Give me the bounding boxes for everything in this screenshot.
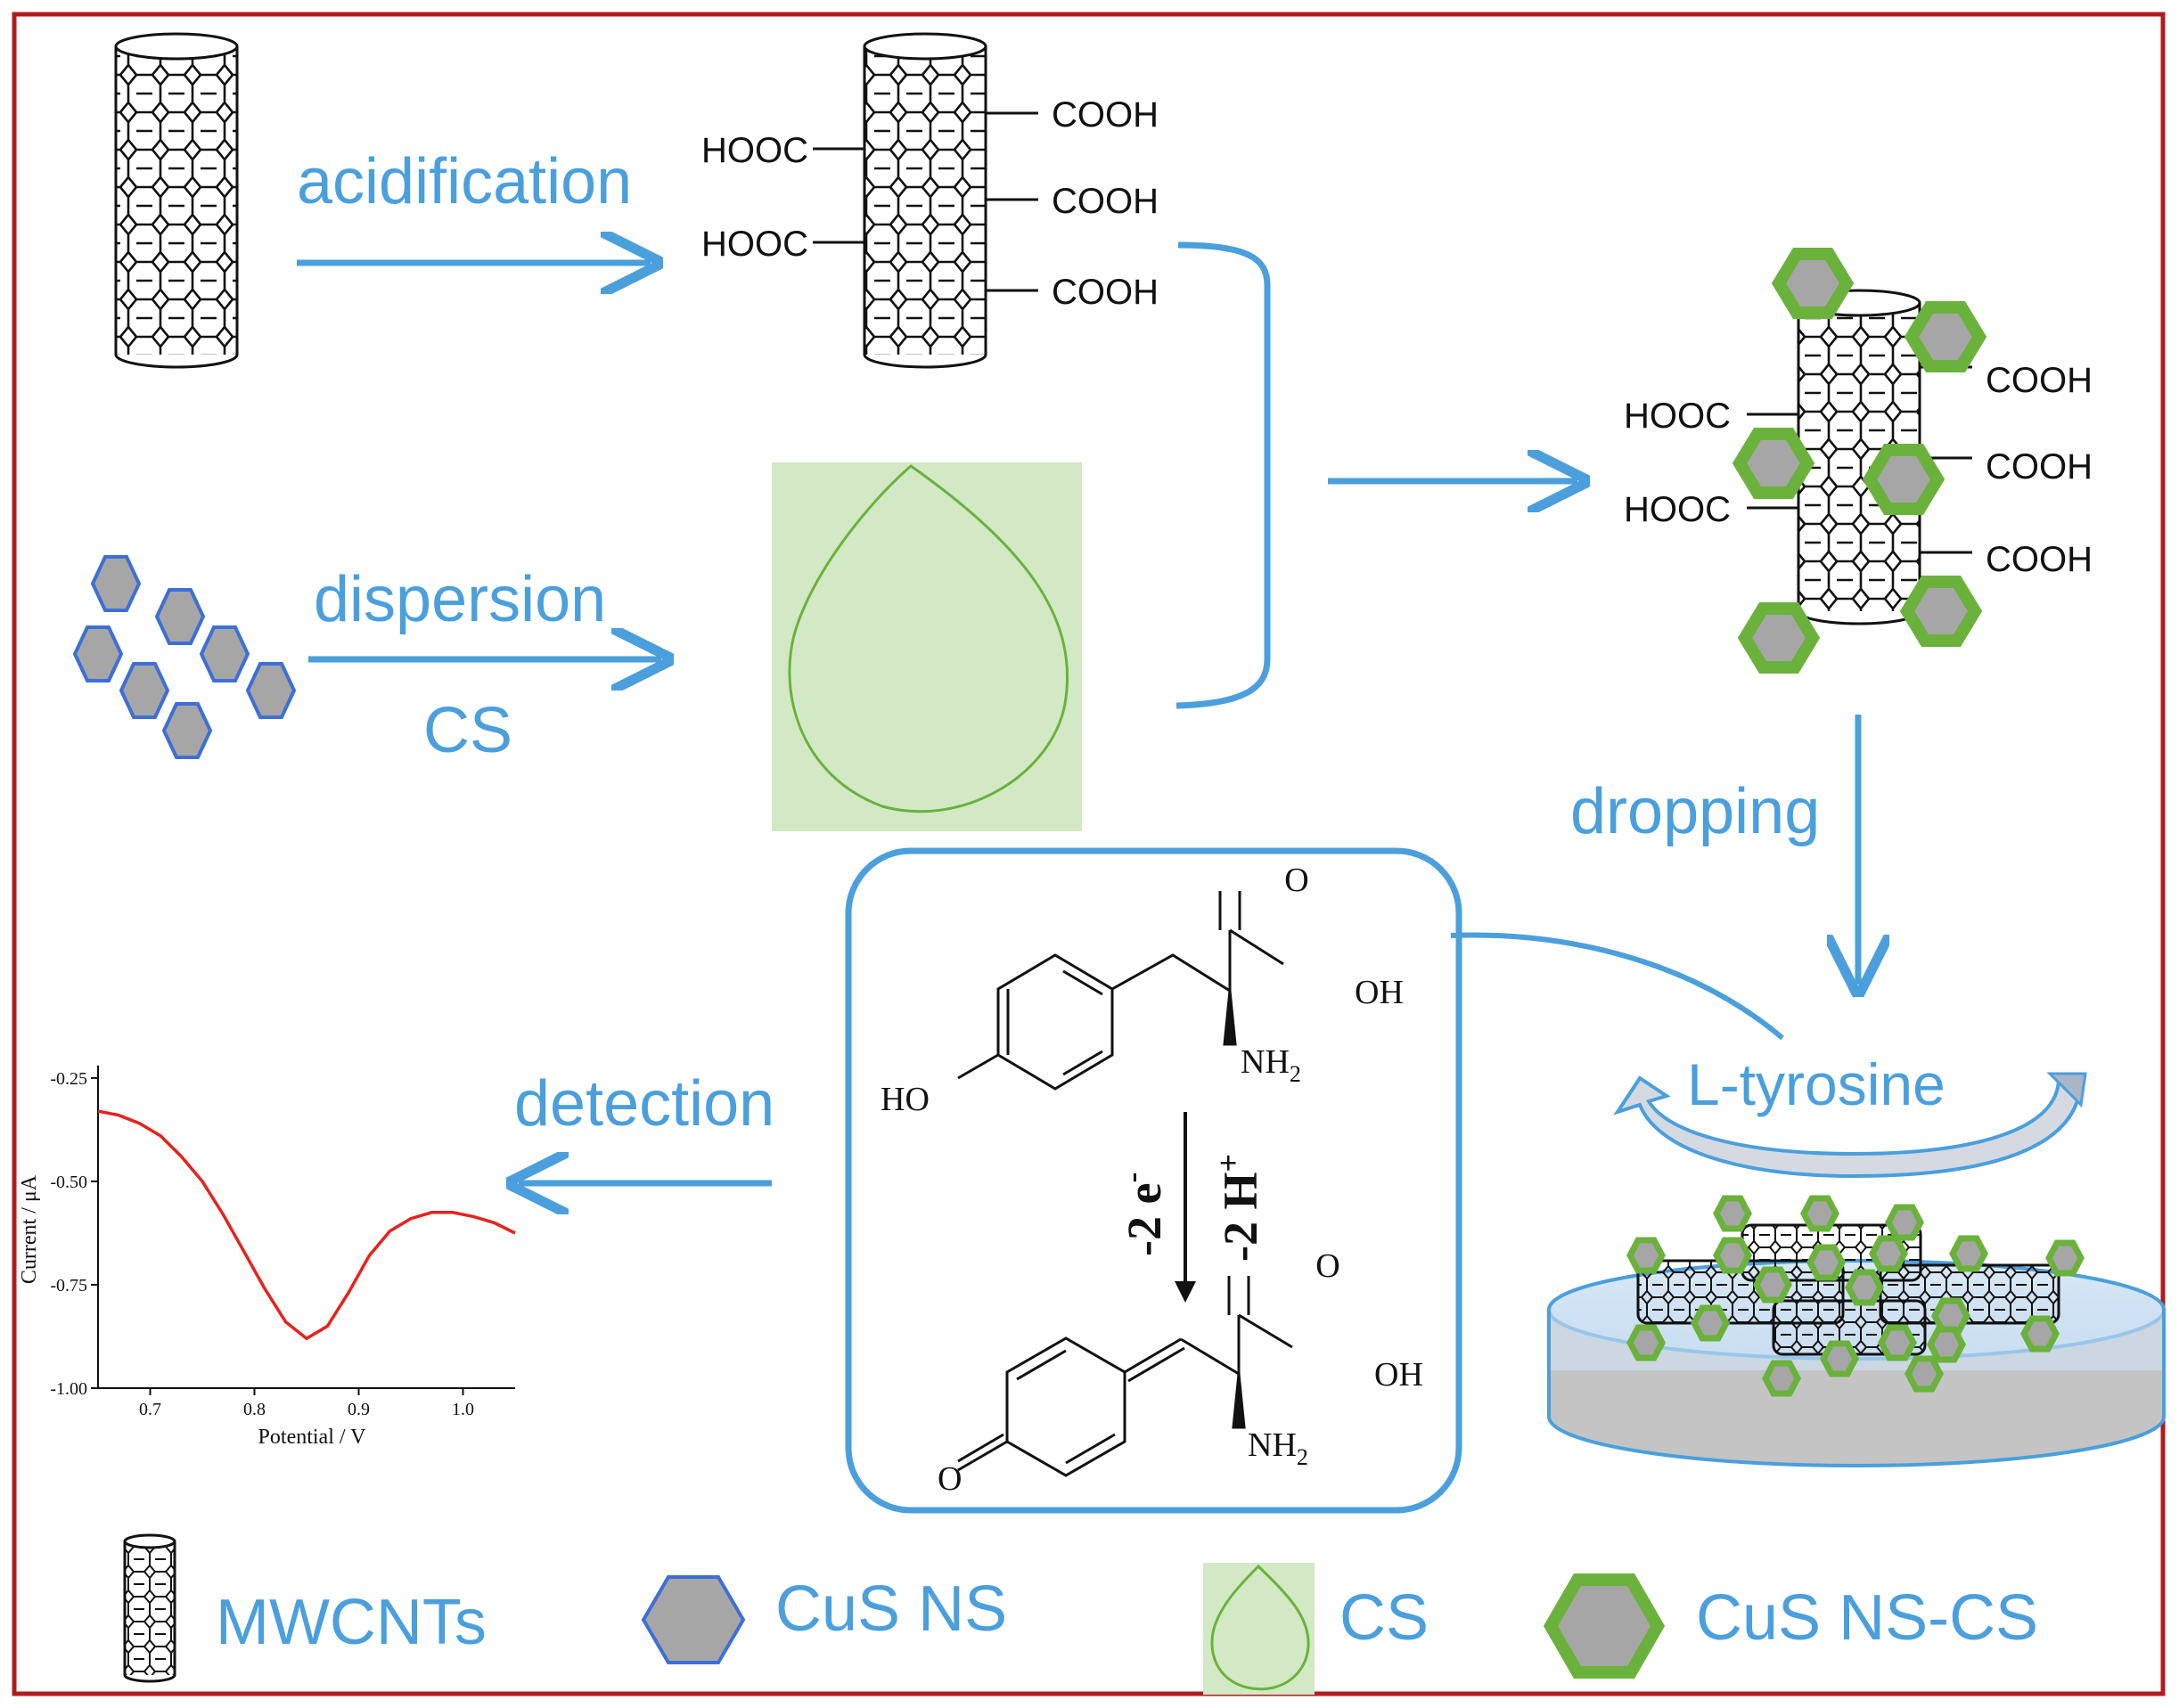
legend-label-cus-ns: CuS NS — [775, 1573, 1007, 1645]
cs-droplet-box — [772, 462, 1082, 831]
electron-label: -2 e- — [1114, 1173, 1171, 1256]
combine-bracket — [1176, 241, 1271, 709]
hooc-label: HOOC — [701, 131, 808, 170]
proton-text: -2 H — [1214, 1173, 1267, 1263]
tyrosine-link — [1450, 932, 1784, 1041]
x-tick-label: 0.7 — [139, 1400, 161, 1419]
detection-label: detection — [514, 1068, 774, 1140]
nh-subscript: 2 — [1297, 1444, 1308, 1470]
y-tick-label: -0.25 — [50, 1069, 87, 1089]
oh-label: OH — [1374, 1356, 1423, 1393]
electron-superscript: - — [1114, 1173, 1150, 1183]
legend-label-cus-ns-cs: CuS NS-CS — [1696, 1582, 2038, 1654]
nh-subscript: 2 — [1290, 1061, 1301, 1087]
green-hexagon-icon — [1543, 1573, 1666, 1679]
proton-superscript: + — [1210, 1154, 1246, 1173]
cooh-label: COOH — [1986, 361, 2093, 400]
oh-label: OH — [1355, 974, 1404, 1011]
cus-ns-cs-particles — [1732, 248, 1987, 674]
cs-label: CS — [423, 695, 512, 766]
nh-text: NH — [1241, 1043, 1290, 1081]
droplet-icon — [1210, 1564, 1310, 1691]
dropping-label: dropping — [1570, 776, 1820, 847]
curved-arrow-left — [1613, 1075, 2084, 1179]
cooh-label: COOH — [1052, 273, 1159, 312]
legend-label-mwcnts: MWCNTs — [216, 1587, 487, 1658]
reaction-box — [845, 847, 1462, 1514]
cooh-label: COOH — [1986, 540, 2093, 579]
chart-ticks: 0.7 0.8 0.9 1.0 -0.25 -0.50 -0.75 -1.00 — [50, 1069, 474, 1419]
chart-series-line — [97, 1109, 516, 1341]
acidification-label: acidification — [297, 146, 632, 217]
oxidized-product-structure — [957, 1276, 1293, 1477]
o-label: O — [938, 1460, 962, 1498]
nh-text: NH — [1248, 1426, 1297, 1464]
x-tick-label: 0.8 — [243, 1400, 266, 1419]
l-tyrosine-structure — [957, 891, 1284, 1091]
cooh-label: COOH — [1052, 95, 1159, 135]
mwcnt-plain — [114, 32, 239, 369]
dispersion-label: dispersion — [314, 564, 606, 635]
outer-frame — [12, 12, 2166, 1696]
electron-text: -2 e — [1118, 1183, 1171, 1256]
legend-label-cs: CS — [1339, 1582, 1429, 1654]
o-label: O — [1284, 862, 1308, 899]
droplet-icon — [788, 464, 1069, 813]
nanotube-icon — [123, 1533, 176, 1683]
cooh-label: COOH — [1052, 182, 1159, 221]
y-tick-label: -0.50 — [50, 1173, 87, 1192]
ho-label: HO — [881, 1081, 930, 1118]
y-axis-label: Current / μA — [18, 1174, 41, 1284]
y-tick-label: -1.00 — [50, 1379, 87, 1399]
hooc-label: HOOC — [1624, 490, 1731, 529]
hooc-label: HOOC — [701, 225, 808, 264]
electrode-cus-ns-cs-particles — [1626, 1195, 2085, 1397]
cooh-label: COOH — [1986, 447, 2093, 486]
o-label: O — [1315, 1247, 1339, 1285]
x-tick-label: 0.9 — [348, 1400, 370, 1419]
x-tick-label: 1.0 — [452, 1400, 474, 1419]
proton-label: -2 H+ — [1210, 1154, 1267, 1262]
y-tick-label: -0.75 — [50, 1276, 87, 1295]
l-tyrosine-label: L-tyrosine — [1687, 1051, 1946, 1117]
dpv-chart: 0.7 0.8 0.9 1.0 -0.25 -0.50 -0.75 -1.00 Potenti… — [18, 1066, 516, 1449]
x-axis-label: Potential / V — [258, 1426, 367, 1449]
cus-ns-cluster — [72, 555, 297, 759]
mwcnt-acidified — [813, 32, 1038, 369]
curved-arrow-right-head — [2046, 1072, 2087, 1108]
nh2-label: NH2 — [1248, 1426, 1308, 1470]
hooc-label: HOOC — [1624, 396, 1731, 436]
hexagon-icon — [641, 1575, 746, 1664]
legend: MWCNTs CuS NS CS CuS NS-CS — [123, 1533, 2038, 1695]
nh2-label: NH2 — [1241, 1043, 1301, 1087]
